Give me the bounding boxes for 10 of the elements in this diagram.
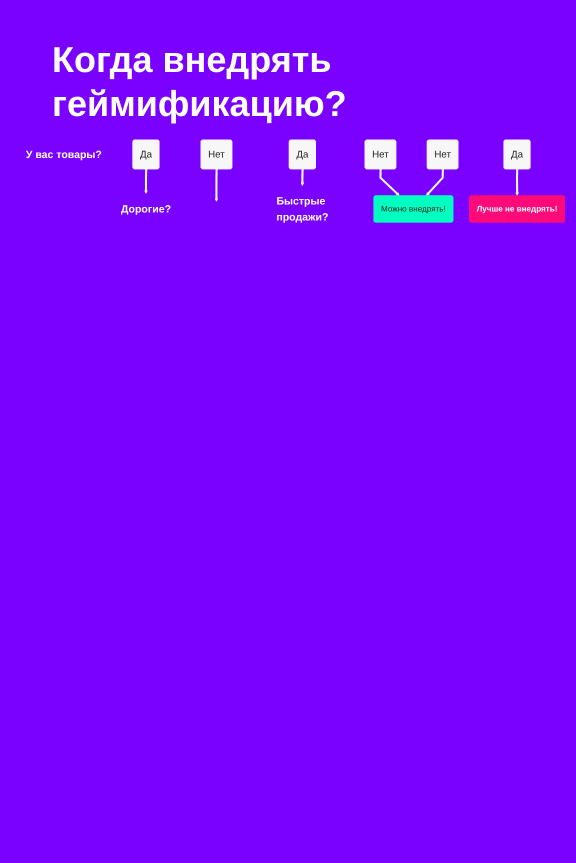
- node-text: У вас товары?: [26, 148, 102, 160]
- arrow: [300, 169, 304, 186]
- arrow: [214, 169, 218, 202]
- arrow: [515, 169, 519, 196]
- arrow: [144, 169, 148, 194]
- title: Когда внедрять геймификацию?: [52, 38, 348, 126]
- arrow: [426, 169, 444, 196]
- arrow: [379, 169, 400, 196]
- node-text: Дорогие?: [120, 202, 172, 215]
- node-text: Быстрые продажи?: [276, 194, 328, 223]
